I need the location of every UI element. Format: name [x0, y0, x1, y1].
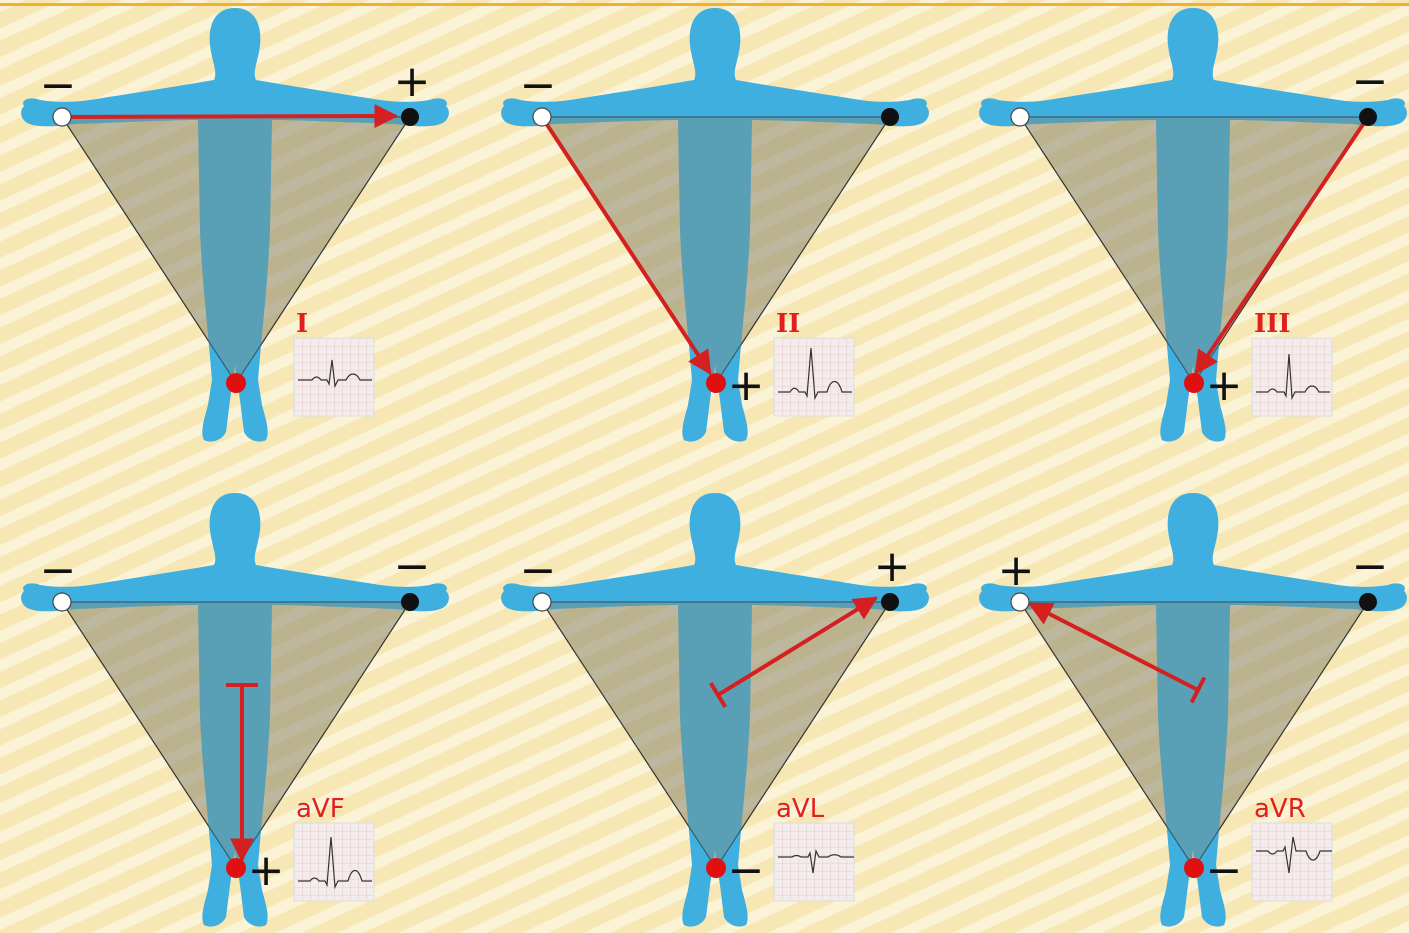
right-arm-polarity-sign: − — [40, 545, 77, 596]
lead-panel-ii: − + II — [501, 8, 929, 442]
body-overlay — [501, 493, 929, 927]
ecg-grid — [1251, 822, 1333, 902]
left-arm-electrode — [1359, 593, 1377, 611]
left-arm-electrode — [1359, 108, 1377, 126]
ecg-thumbnail — [1251, 822, 1333, 902]
left-arm-polarity-sign: + — [874, 541, 911, 592]
lead-vector-arrow — [61, 104, 399, 129]
lead-label: aVF — [296, 794, 345, 824]
left-arm-polarity-sign: − — [1352, 541, 1389, 592]
ecg-grid — [1251, 337, 1333, 417]
left-leg-electrode — [226, 373, 246, 393]
right-arm-electrode — [532, 107, 552, 127]
right-arm-electrode — [52, 592, 72, 612]
right-arm-electrode — [532, 592, 552, 612]
body-overlay — [21, 493, 449, 927]
lead-vector-arrow — [716, 596, 879, 697]
ecg-thumbnail — [293, 822, 375, 902]
lead-panel-iii: − + III — [979, 8, 1407, 442]
ecg-thumbnail — [773, 822, 855, 902]
right-arm-polarity-sign: − — [40, 60, 77, 111]
leg-polarity-sign: + — [1206, 360, 1243, 411]
ecg-grid — [293, 822, 375, 902]
left-arm-electrode — [881, 108, 899, 126]
lead-label: aVR — [1254, 794, 1306, 824]
leg-polarity-sign: + — [248, 845, 285, 896]
ecg-trace — [778, 347, 852, 401]
left-leg-electrode — [226, 858, 246, 878]
ecg-trace — [298, 836, 372, 890]
left-arm-polarity-sign: + — [394, 56, 431, 107]
left-arm-electrode — [401, 108, 419, 126]
right-arm-polarity-sign: − — [520, 545, 557, 596]
leg-polarity-sign: + — [728, 360, 765, 411]
right-arm-polarity-sign: + — [998, 545, 1035, 596]
left-arm-polarity-sign: − — [1352, 56, 1389, 107]
lead-label: III — [1254, 309, 1291, 339]
einthoven-triangle — [1018, 601, 1370, 870]
ecg-thumbnail — [773, 337, 855, 417]
lead-label: II — [776, 309, 800, 339]
top-accent-line — [0, 3, 1409, 6]
ecg-grid — [773, 337, 855, 417]
right-arm-electrode — [1010, 107, 1030, 127]
lead-label: I — [296, 309, 308, 339]
ecg-thumbnail — [1251, 337, 1333, 417]
left-arm-polarity-sign: − — [394, 541, 431, 592]
right-arm-electrode — [1010, 592, 1030, 612]
left-arm-electrode — [881, 593, 899, 611]
left-leg-electrode — [706, 858, 726, 878]
lead-panel-avl: −+−aVL — [501, 493, 929, 927]
ecg-trace — [1256, 836, 1332, 874]
lead-panel-avr: +−−aVR — [979, 493, 1407, 927]
body-overlay — [979, 493, 1407, 927]
einthoven-triangle — [60, 601, 412, 870]
leg-polarity-sign: − — [728, 845, 765, 896]
lead-label: aVL — [776, 794, 825, 824]
vector-origin-bar — [1189, 676, 1207, 704]
lead-vector-arrow — [1027, 602, 1199, 692]
lead-panel-avf: − − + aVF — [21, 493, 449, 927]
lead-panel-i: − + I — [21, 8, 449, 442]
lead-vector-arrow — [1194, 115, 1370, 375]
ecg-trace — [1256, 353, 1330, 401]
leg-polarity-sign: − — [1206, 845, 1243, 896]
ecg-trace — [298, 359, 372, 389]
left-arm-electrode — [401, 593, 419, 611]
vector-origin-bar — [708, 682, 728, 708]
einthoven-triangle — [540, 601, 892, 870]
left-leg-electrode — [1184, 373, 1204, 393]
lead-vector-arrow — [540, 115, 712, 376]
left-leg-electrode — [706, 373, 726, 393]
right-arm-polarity-sign: − — [520, 60, 557, 111]
ecg-trace — [778, 848, 854, 874]
body-overlay — [501, 8, 929, 442]
right-arm-electrode — [52, 107, 72, 127]
ecg-thumbnail — [293, 337, 375, 417]
body-overlay — [979, 8, 1407, 442]
left-leg-electrode — [1184, 858, 1204, 878]
